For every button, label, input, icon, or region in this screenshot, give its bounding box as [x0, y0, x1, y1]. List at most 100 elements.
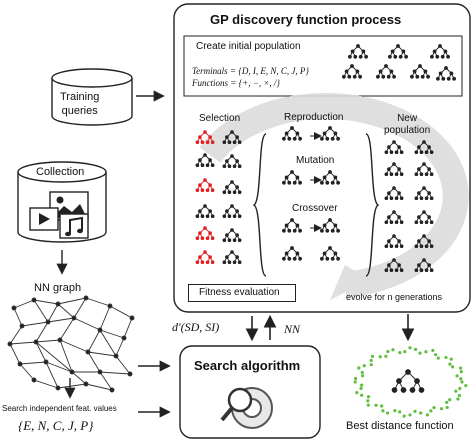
cloud-dot: [360, 374, 365, 378]
graph-node: [57, 337, 63, 343]
best-distance-label: Best distance function: [346, 420, 454, 432]
cloud-dot: [460, 380, 464, 384]
graph-node: [31, 377, 37, 383]
cloud-dot: [419, 411, 423, 415]
graph-node: [7, 341, 13, 347]
functions-label: Functions = {+, −, ×, /}: [192, 78, 280, 88]
graph-node: [121, 335, 127, 341]
crossover-tree-icon: [282, 246, 302, 261]
cloud-dot: [456, 397, 460, 401]
graph-node: [127, 371, 133, 377]
fitness-evaluation-box: Fitness evaluation: [188, 284, 296, 302]
nn-label: NN: [284, 322, 301, 336]
new-tree-icon: [384, 162, 404, 177]
selected-tree-icon: [195, 226, 215, 241]
feature-set-label: {E, N, C, J, P}: [18, 418, 94, 433]
operators-brace-left: [252, 133, 267, 277]
tree-icon: [222, 180, 242, 195]
terminals-label: Terminals = {D, I, E, N, C, J, P}: [192, 66, 309, 76]
cloud-dot: [369, 363, 373, 367]
cloud-dot: [450, 365, 455, 369]
gp-title: GP discovery function process: [210, 12, 402, 27]
operators-brace-right: [365, 133, 380, 277]
initial-tree-icon: [436, 66, 456, 81]
tree-icon: [222, 154, 242, 169]
graph-node: [17, 361, 23, 367]
graph-node: [69, 369, 75, 375]
initial-population-box: [183, 35, 463, 97]
best-function-cloud: [353, 346, 468, 418]
cloud-dot: [455, 374, 459, 378]
cloud-dot: [385, 411, 390, 415]
graph-node: [33, 339, 39, 345]
cloud-dot: [434, 353, 438, 357]
cloud-dot: [360, 383, 364, 387]
graph-node: [11, 305, 17, 311]
mutation-tree-icon: [320, 170, 340, 185]
mutation-tree-icon: [282, 170, 302, 185]
graph-node: [113, 353, 119, 359]
cloud-dot: [431, 348, 435, 353]
tree-icon: [222, 204, 242, 219]
graph-node: [19, 323, 25, 329]
cloud-dot: [464, 384, 468, 388]
cloud-dot: [381, 409, 385, 413]
cloud-dot: [445, 400, 449, 404]
cloud-dot: [448, 398, 452, 402]
search-algorithm-label: Search algorithm: [194, 358, 301, 373]
cloud-dot: [402, 414, 406, 418]
initial-tree-icon: [376, 64, 396, 79]
tree-icon: [222, 228, 242, 243]
new-tree-icon: [414, 140, 434, 155]
tree-icon: [222, 250, 242, 265]
cloud-dot: [459, 366, 463, 370]
cloud-dot: [380, 404, 384, 408]
cloud-dot: [444, 355, 448, 360]
cloud-dot: [457, 393, 461, 398]
new-tree-icon: [384, 234, 404, 249]
new-tree-icon: [384, 186, 404, 201]
graph-node: [83, 381, 89, 387]
initial-tree-icon: [348, 44, 368, 59]
cloud-dot: [408, 413, 412, 417]
selected-tree-icon: [195, 250, 215, 265]
cloud-dot: [445, 405, 449, 410]
mutation-label: Mutation: [296, 155, 335, 166]
new-tree-icon: [414, 258, 434, 273]
cloud-dot: [398, 410, 402, 414]
tree-icon: [195, 153, 215, 168]
cloud-dot: [360, 393, 364, 397]
graph-node: [129, 315, 135, 321]
cloud-dot: [378, 355, 382, 359]
cloud-dot: [355, 391, 359, 395]
crossover-label: Crossover: [292, 203, 338, 214]
selected-tree-icon: [195, 178, 215, 193]
evolve-label: evolve for n generations: [346, 292, 443, 302]
cloud-dot: [370, 354, 375, 358]
nn-graph: [7, 295, 135, 393]
graph-node: [71, 315, 77, 321]
initial-tree-icon: [342, 64, 362, 79]
nn-graph-label: NN graph: [34, 282, 82, 294]
cloud-dot: [362, 364, 366, 368]
initial-tree-icon: [388, 44, 408, 59]
new-tree-icon: [414, 210, 434, 225]
evolution-cycle-arrow: [199, 92, 469, 300]
reproduction-tree-icon: [282, 126, 302, 141]
search-independent-label: Search independent feat. values: [2, 404, 117, 413]
cloud-dot: [384, 354, 388, 358]
graph-node: [31, 297, 37, 303]
training-queries-label: Training queries: [60, 91, 100, 117]
distance-label: d'(SD, SI): [172, 320, 220, 334]
cloud-dot: [353, 376, 358, 381]
initial-tree-icon: [410, 64, 430, 79]
cloud-dot: [448, 362, 452, 366]
graph-node: [85, 349, 91, 355]
cloud-dot: [436, 356, 440, 360]
graph-node: [45, 319, 51, 325]
music-icon: [59, 213, 89, 239]
cloud-dot: [391, 348, 395, 352]
collection-label: Collection: [36, 166, 85, 178]
cloud-dot: [398, 350, 402, 355]
